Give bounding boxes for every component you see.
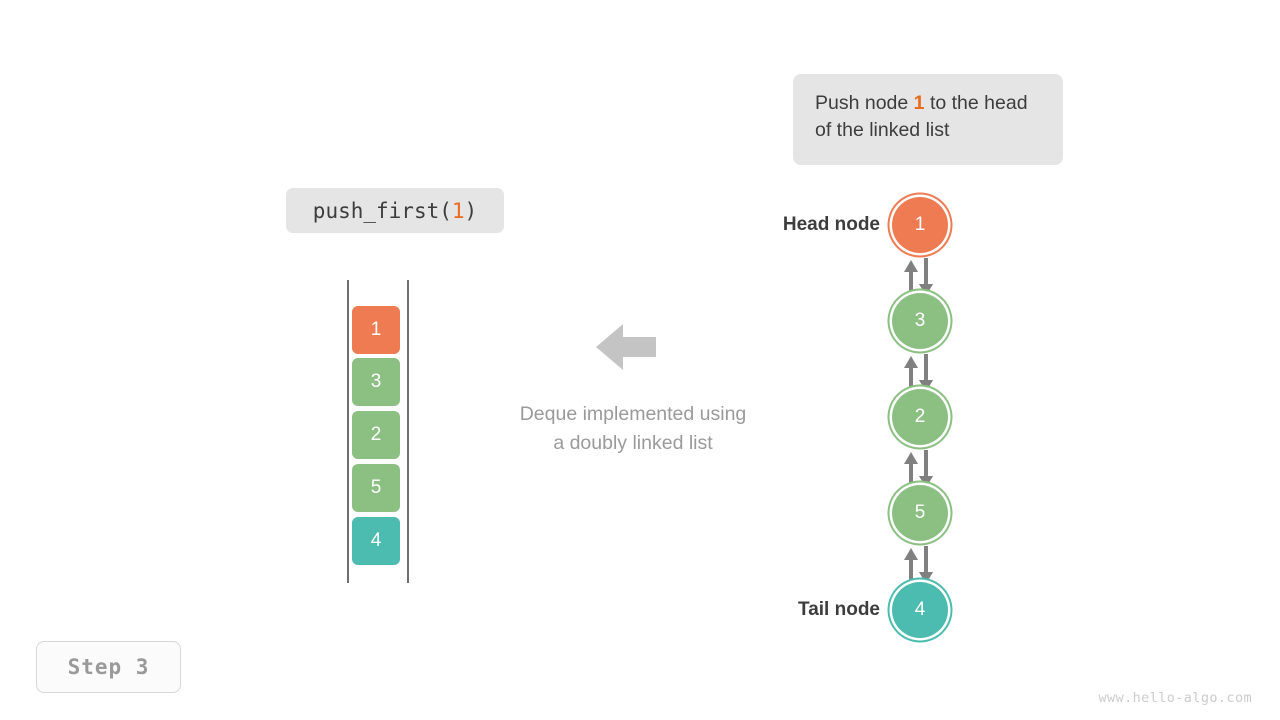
operation-label-prefix: push_first( bbox=[312, 198, 452, 223]
left-arrow-icon bbox=[596, 323, 656, 371]
tail-node-label: Tail node bbox=[798, 599, 880, 620]
linked-list-node: 3 bbox=[892, 293, 948, 349]
push-callout-suffix: to the head of the linked list bbox=[815, 92, 1028, 141]
push-callout-accent-value: 1 bbox=[913, 92, 925, 114]
prev-pointer-up-arrow-icon bbox=[904, 260, 918, 298]
linked-list-node: 4 bbox=[892, 582, 948, 638]
next-pointer-down-arrow-icon bbox=[919, 546, 933, 584]
node-link-arrow-pair bbox=[892, 258, 948, 298]
array-cell-value: 5 bbox=[370, 477, 382, 498]
array-cell: 5 bbox=[352, 464, 400, 512]
linked-list-node: 2 bbox=[892, 389, 948, 445]
array-cell: 1 bbox=[352, 306, 400, 354]
head-node-label: Head node bbox=[782, 214, 880, 235]
next-pointer-down-arrow-icon bbox=[919, 354, 933, 392]
next-pointer-down-arrow-icon bbox=[919, 258, 933, 296]
array-cell: 3 bbox=[352, 358, 400, 406]
linked-list-node-value: 3 bbox=[914, 310, 926, 331]
push-callout: Push node 1 to the head of the linked li… bbox=[793, 74, 1063, 165]
array-representation: 1 3 2 5 4 bbox=[340, 280, 420, 590]
watermark: www.hello-algo.com bbox=[1098, 690, 1252, 706]
linked-list-node-value: 1 bbox=[914, 214, 926, 235]
prev-pointer-up-arrow-icon bbox=[904, 548, 918, 586]
node-link-arrow-pair bbox=[892, 354, 948, 394]
center-caption-line1: Deque implemented using bbox=[519, 403, 747, 425]
center-caption: Deque implemented using a doubly linked … bbox=[453, 400, 813, 458]
linked-list-representation: Head node Tail node 1 3 2 5 4 bbox=[740, 180, 980, 655]
prev-pointer-up-arrow-icon bbox=[904, 452, 918, 490]
array-cell: 4 bbox=[352, 517, 400, 565]
operation-label-argument: 1 bbox=[451, 198, 465, 223]
array-right-rail bbox=[407, 280, 409, 583]
linked-list-node: 1 bbox=[892, 197, 948, 253]
node-link-arrow-pair bbox=[892, 450, 948, 490]
prev-pointer-up-arrow-icon bbox=[904, 356, 918, 394]
next-pointer-down-arrow-icon bbox=[919, 450, 933, 488]
linked-list-node-value: 2 bbox=[914, 406, 926, 427]
array-cell-value: 4 bbox=[370, 530, 382, 551]
center-caption-line2: a doubly linked list bbox=[553, 432, 713, 454]
array-cell-value: 1 bbox=[370, 319, 382, 340]
array-left-rail bbox=[347, 280, 349, 583]
push-callout-prefix: Push node bbox=[815, 92, 914, 114]
linked-list-node-value: 4 bbox=[914, 599, 926, 620]
step-badge: Step 3 bbox=[36, 641, 181, 693]
array-cell-value: 3 bbox=[370, 371, 382, 392]
array-cell-value: 2 bbox=[370, 424, 382, 445]
linked-list-node: 5 bbox=[892, 485, 948, 541]
linked-list-node-value: 5 bbox=[914, 502, 926, 523]
array-cell: 2 bbox=[352, 411, 400, 459]
operation-label-suffix: ) bbox=[464, 198, 478, 223]
node-link-arrow-pair bbox=[892, 546, 948, 586]
operation-label: push_first(1) bbox=[286, 188, 504, 233]
